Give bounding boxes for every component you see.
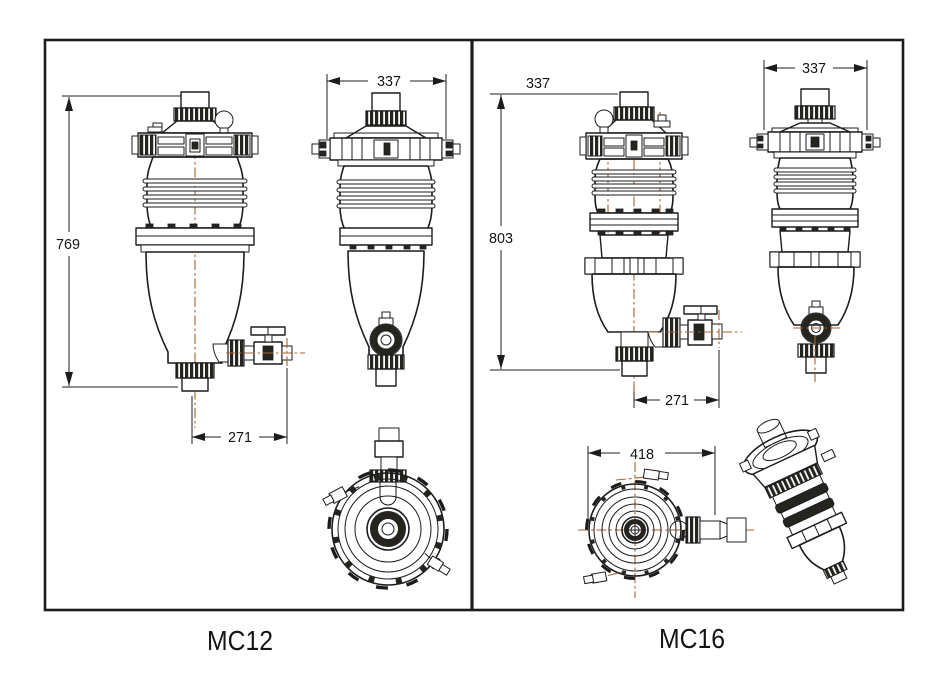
mc12-bottom-width-dimension: 271: [191, 368, 288, 446]
drawing-frame: [43, 38, 905, 612]
dim-label-271-mc16: 271: [665, 392, 689, 409]
mc12-bottom-view-vent: [322, 486, 360, 506]
mc16-side-width-dimension: 337: [763, 60, 868, 130]
dim-label-337-side: 337: [802, 60, 826, 77]
dim-label-769: 769: [56, 236, 80, 253]
mc16-front-view: [579, 91, 742, 392]
mc12-drain-valve: [212, 326, 305, 367]
mc16-side-view: [749, 88, 881, 382]
mc12-front-view: [131, 91, 305, 428]
mc16-topview-width-dimension: 418: [587, 446, 716, 521]
mc16-front-width-dimension: 337: [526, 75, 550, 92]
mc12-bottom-view-drain: [424, 552, 451, 576]
mc12-height-dimension: 769: [56, 95, 182, 388]
model-label-mc12: MC12: [207, 625, 273, 656]
model-label-mc16: MC16: [659, 623, 725, 654]
dim-label-803: 803: [489, 230, 513, 247]
dim-label-418: 418: [630, 446, 654, 463]
mc16-isometric-view: [738, 418, 848, 585]
mc16-top-view-vent: [615, 468, 669, 481]
mc12-side-width-dimension: 337: [326, 73, 447, 139]
panel-mc16: 337 803 271 337: [489, 60, 881, 654]
mc16-bottom-width-dimension: 271: [633, 350, 720, 409]
dim-label-337-front: 337: [526, 75, 550, 92]
dim-label-271: 271: [228, 429, 252, 446]
mc16-top-view: [578, 462, 754, 598]
panel-mc12: 769 271 337: [56, 73, 461, 656]
mc16-drain-valve: [647, 305, 742, 348]
mc12-side-view: [311, 92, 461, 387]
dim-label-337-mc12: 337: [377, 73, 401, 90]
mc16-height-dimension: 803: [489, 93, 620, 371]
mc16-top-view-drain: [583, 571, 623, 585]
mc12-bottom-view: [322, 427, 451, 590]
